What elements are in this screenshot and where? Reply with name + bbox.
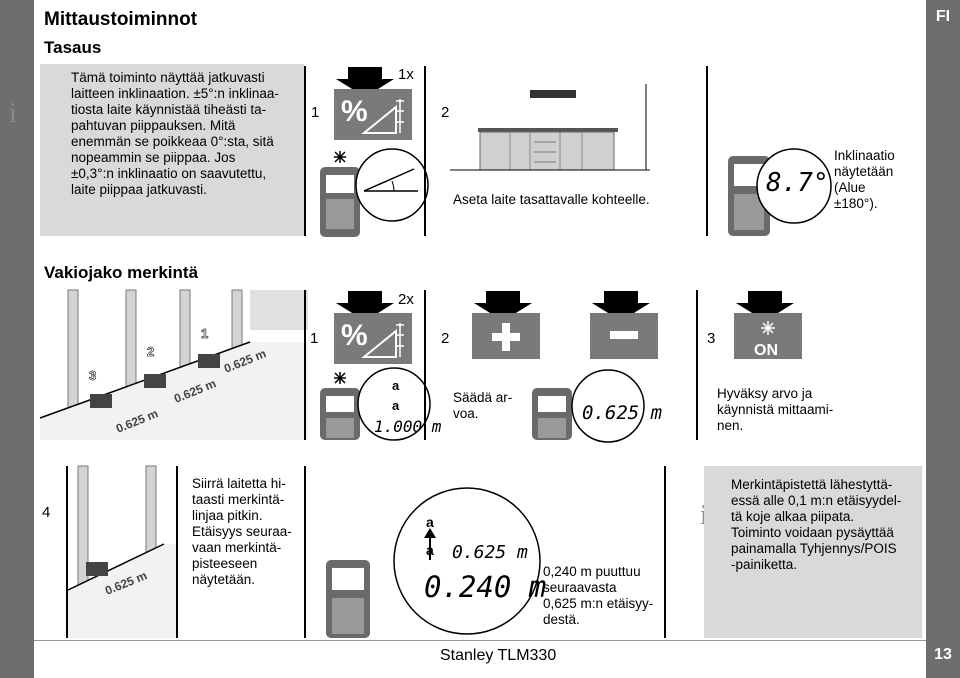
illus-label: 3: [89, 368, 97, 384]
press-count: 1x: [398, 66, 414, 83]
laser-device-icon: [320, 148, 429, 237]
display-value-small: 0.625 m: [452, 542, 528, 563]
section-title-tasaus: Tasaus: [44, 38, 102, 57]
divider: [304, 290, 306, 440]
left-sidebar: [0, 0, 34, 678]
display-value: 8.7°: [766, 168, 829, 198]
result-text: 0,240 m puuttuu seuraavasta 0,625 m:n et…: [543, 564, 654, 627]
page-title: Mittaustoiminnot: [44, 9, 198, 30]
display-a: a: [426, 542, 434, 558]
wall-marking-illustration: [67, 465, 178, 638]
footer-product: Stanley TLM330: [440, 647, 557, 664]
minus-button-icon: [590, 291, 658, 359]
page-number: 13: [934, 646, 952, 663]
display-bubble: [756, 148, 832, 224]
percent-button-icon: %: [334, 67, 412, 140]
illus-label: 2: [147, 344, 155, 360]
info-icon: i: [9, 98, 17, 129]
step-caption: Siirrä laitetta hi- taasti merkintä- lin…: [192, 476, 292, 587]
step-number: 2: [441, 330, 450, 347]
result-text: Inklinaatio näytetään (Alue ±180°).: [834, 148, 895, 211]
step-caption: Säädä ar- voa.: [453, 390, 513, 421]
step-caption: Aseta laite tasattavalle kohteelle.: [453, 192, 650, 207]
display-value-large: 0.240 m: [424, 570, 547, 604]
on-button-label: ON: [754, 342, 778, 359]
laser-device-icon: [320, 367, 431, 441]
percent-button-icon: %: [334, 291, 412, 364]
info-box-tip: [704, 466, 922, 638]
footer-rule: [34, 640, 926, 641]
display-bubble: [393, 487, 541, 635]
divider: [304, 66, 306, 236]
step-number: 1: [310, 330, 319, 347]
step-number: 4: [42, 504, 51, 521]
right-sidebar: [926, 0, 960, 678]
step-number: 1: [311, 104, 320, 121]
section-title-vakiojako: Vakiojako merkintä: [44, 263, 199, 282]
on-button-icon: [734, 291, 802, 359]
display-value: 0.625 m: [582, 402, 663, 424]
divider: [664, 466, 666, 638]
info-text-tip: Merkintäpistettä lähestyttä- essä alle 0…: [731, 477, 902, 572]
laser-device-icon: [326, 560, 370, 638]
divider: [304, 466, 306, 638]
wall-marking-illustration: [39, 289, 308, 440]
divider: [424, 66, 426, 236]
laser-device-icon: [532, 369, 645, 443]
display-a: a: [392, 378, 400, 393]
svg-text:%: %: [341, 319, 368, 352]
plus-button-icon: [472, 291, 540, 359]
divider: [176, 466, 178, 638]
press-count: 2x: [398, 291, 414, 308]
divider: [66, 466, 68, 638]
info-box-tasaus: [40, 64, 304, 236]
info-text-tasaus: Tämä toiminto näyttää jatkuvasti laittee…: [71, 70, 279, 197]
language-tag: FI: [935, 8, 951, 25]
divider: [424, 290, 426, 440]
display-value: 1.000 m: [374, 417, 442, 436]
info-icon: i: [700, 500, 708, 532]
divider: [696, 290, 698, 440]
step-number: 3: [707, 330, 716, 347]
illus-label: 1: [201, 326, 209, 342]
display-a: a: [392, 398, 400, 413]
divider: [706, 66, 708, 236]
step-number: 2: [441, 104, 450, 121]
svg-text:%: %: [341, 95, 368, 128]
kitchen-counter-illustration: [450, 84, 650, 171]
step-caption: Hyväksy arvo ja käynnistä mittaami- nen.: [717, 386, 834, 433]
display-a: a: [426, 514, 434, 530]
